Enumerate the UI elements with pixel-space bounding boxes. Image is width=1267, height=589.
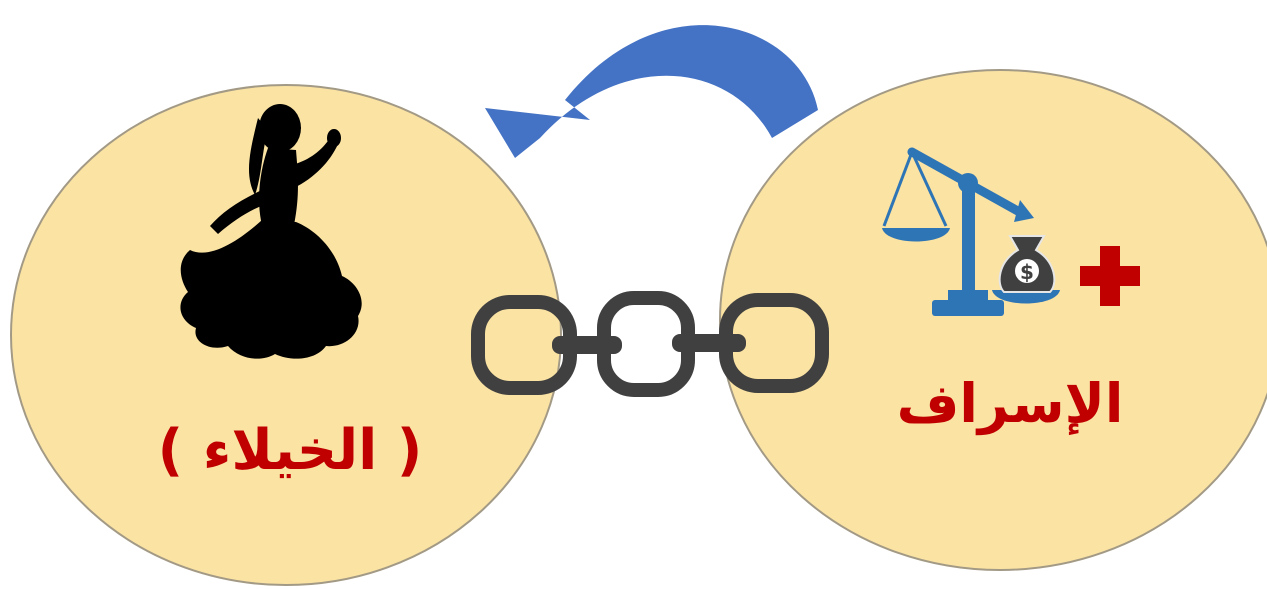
curved-arrow-icon (485, 25, 818, 159)
right-circle (719, 69, 1267, 571)
plus-icon (1080, 246, 1140, 306)
svg-text:$: $ (1020, 260, 1034, 284)
princess-silhouette-icon (180, 104, 362, 359)
balance-scale-icon (882, 147, 1060, 316)
left-circle-label: ( الخيلاء ) (157, 418, 423, 483)
chain-bar (552, 334, 746, 354)
money-bag-icon: $ (998, 235, 1056, 293)
right-circle-label: الإسراف (896, 372, 1124, 435)
